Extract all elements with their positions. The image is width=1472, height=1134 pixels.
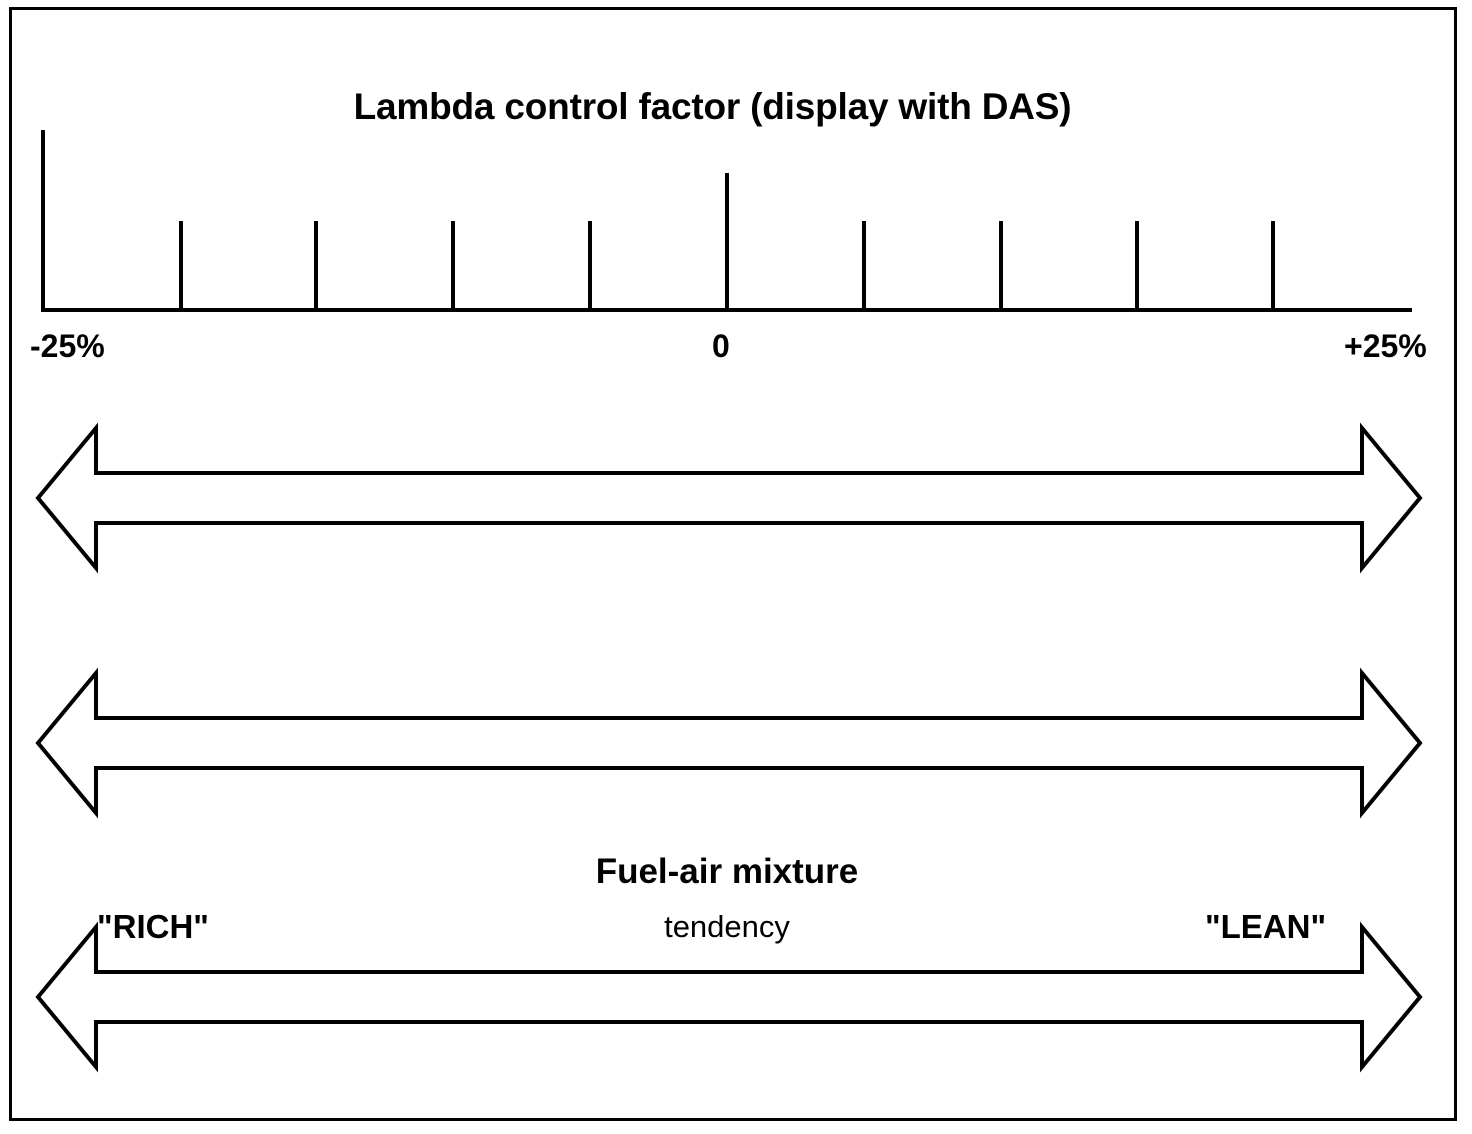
tick-minor-7 [1135,221,1139,310]
axis-label-zero: 0 [712,328,730,364]
row-label-right: "LEAN" [1205,908,1327,945]
double-headed-arrow [35,921,1423,1073]
axis-label-min: -25% [30,328,105,364]
axis-label-max: +25% [1344,328,1427,364]
row-me-sfi-reaction: Reaction of ME-SFI control unit "LEAN OU… [0,919,1472,1089]
tick-minus-25 [41,130,45,310]
row-o2-sensor-voltage: O2 sensor voltage "RISES" tendency "DROP… [0,665,1472,835]
row-fuel-air-mixture: Fuel-air mixture "RICH" tendency "LEAN" [0,420,1472,945]
tick-minor-8 [1271,221,1275,310]
tick-zero [725,173,729,310]
row-label-left: "RICH" [97,908,209,945]
double-headed-arrow [35,667,1423,819]
row-title: Fuel-air mixture [34,852,1420,892]
axis-line [41,308,1412,312]
double-headed-arrow [35,422,1423,574]
scale-title: Lambda control factor (display with DAS) [353,86,1072,127]
tick-minor-3 [451,221,455,310]
row-title-text: Fuel-air mixture [595,852,859,891]
tick-minor-1 [179,221,183,310]
row-label-middle: tendency [664,909,790,944]
tick-minor-4 [588,221,592,310]
outer-border [9,7,1457,1121]
tick-minor-5 [862,221,866,310]
tick-minor-2 [314,221,318,310]
tick-minor-6 [999,221,1003,310]
